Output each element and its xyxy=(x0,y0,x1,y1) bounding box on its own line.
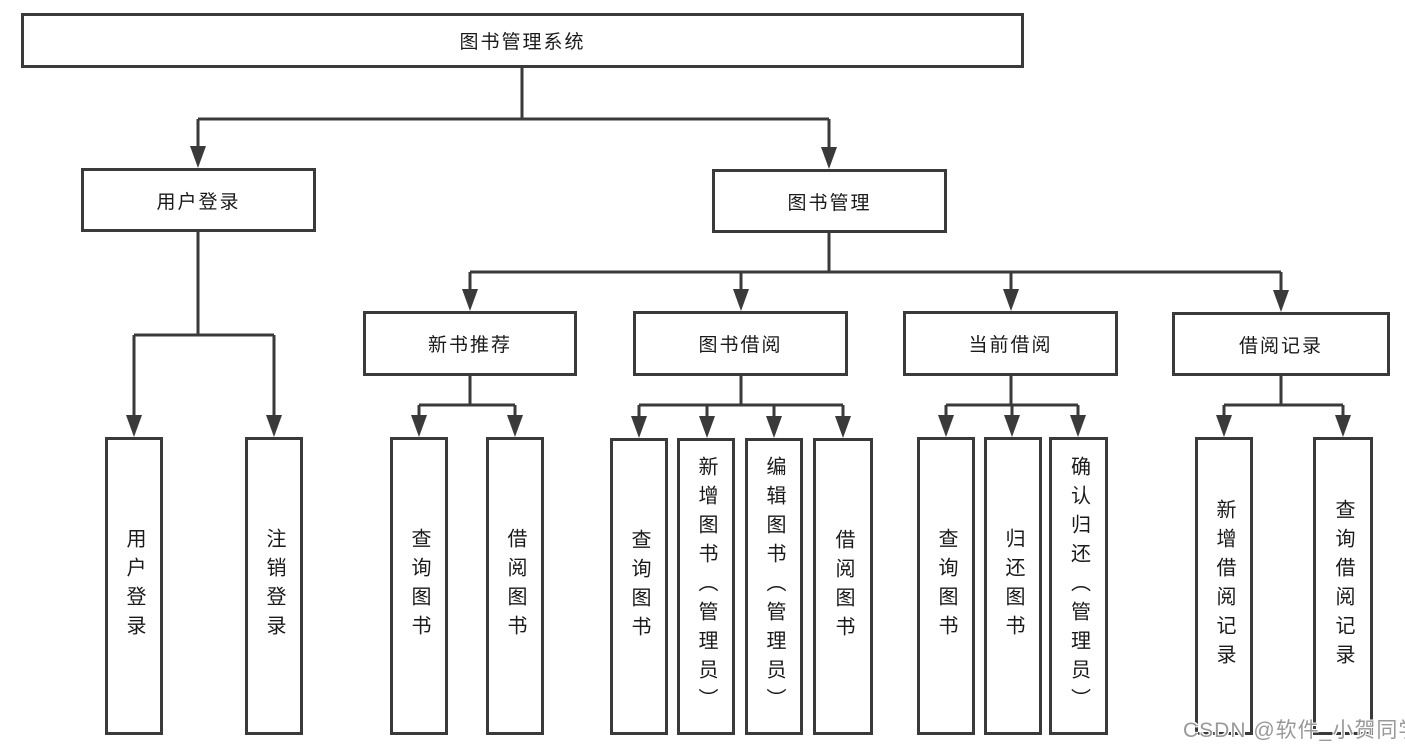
leaf-logout: 注销登录 xyxy=(245,437,303,735)
node-label: 图书管理系统 xyxy=(459,32,586,53)
node-label: 新增图书（管理员） xyxy=(695,456,717,717)
node-label: 借阅记录 xyxy=(1238,335,1323,357)
leaf-edit-book-admin: 编辑图书（管理员） xyxy=(745,438,803,735)
node-label: 注销登录 xyxy=(263,528,285,644)
node-label: 当前借阅 xyxy=(968,335,1053,356)
csdn-watermark: CSDN @软件_小贺同学 xyxy=(1183,719,1405,742)
node-label: 确认归还（管理员） xyxy=(1067,455,1090,717)
node-label: 新书推荐 xyxy=(427,335,512,356)
node-label: 用户登录 xyxy=(156,191,241,213)
node-label: 查询图书 xyxy=(408,528,430,644)
node-label: 借阅图书 xyxy=(504,528,526,644)
node-current-borrow: 当前借阅 xyxy=(903,311,1118,376)
node-label: 归还图书 xyxy=(1002,528,1024,644)
leaf-query-borrow-record: 查询借阅记录 xyxy=(1313,437,1373,735)
leaf-add-book-admin: 新增图书（管理员） xyxy=(677,438,735,735)
leaf-user-login: 用户登录 xyxy=(105,437,163,735)
leaf-return-book: 归还图书 xyxy=(984,437,1042,735)
leaf-borrow-book-borrow: 借阅图书 xyxy=(813,438,873,735)
leaf-query-book-rec: 查询图书 xyxy=(390,437,448,735)
node-label: 图书借阅 xyxy=(698,335,783,356)
node-label: 新增借阅记录 xyxy=(1213,499,1235,673)
node-new-book-rec: 新书推荐 xyxy=(363,311,577,376)
node-label: 查询借阅记录 xyxy=(1332,499,1354,673)
node-label: 查询图书 xyxy=(628,528,650,645)
leaf-confirm-return-admin: 确认归还（管理员） xyxy=(1049,437,1108,735)
leaf-query-book-borrow: 查询图书 xyxy=(610,438,668,735)
leaf-borrow-book-rec: 借阅图书 xyxy=(486,437,544,735)
node-label: 图书管理 xyxy=(787,192,872,214)
node-root: 图书管理系统 xyxy=(21,13,1024,68)
node-user-login: 用户登录 xyxy=(81,168,316,232)
node-label: 用户登录 xyxy=(123,528,145,644)
leaf-add-borrow-record: 新增借阅记录 xyxy=(1195,437,1253,735)
node-label: 编辑图书（管理员） xyxy=(763,456,785,717)
node-borrow-record: 借阅记录 xyxy=(1172,312,1390,376)
node-label: 借阅图书 xyxy=(832,528,854,645)
node-book-mgmt: 图书管理 xyxy=(712,169,947,233)
node-label: 查询图书 xyxy=(935,528,957,644)
leaf-query-book-current: 查询图书 xyxy=(917,437,975,735)
node-book-borrow: 图书借阅 xyxy=(633,311,848,376)
